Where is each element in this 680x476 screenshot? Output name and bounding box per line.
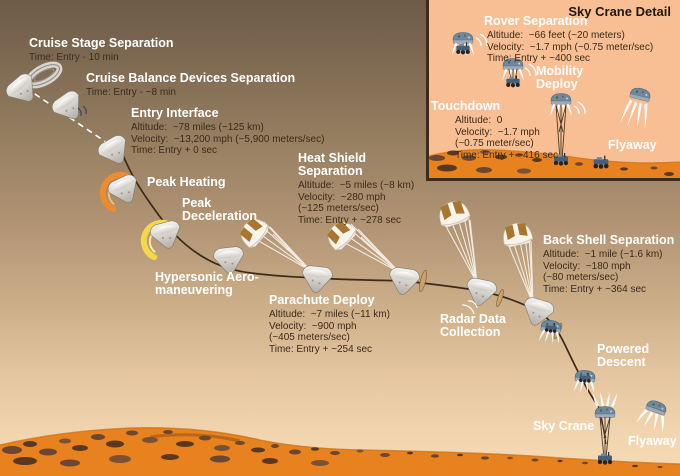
stage-detail: Time: Entry + ~254 sec (269, 343, 373, 355)
parachute-deploy-icon (235, 213, 334, 295)
stage-title: Peak Deceleration (182, 196, 258, 223)
stage-detail: (~125 meters/sec) (298, 203, 379, 214)
sky-crane-detail-panel (426, 0, 680, 181)
stage-detail: Altitude: ~7 miles (~11 km) (269, 309, 390, 320)
stage-title: Back Shell Separation (543, 233, 675, 247)
stage-detail: Velocity: ~180 mph (543, 260, 631, 272)
stage-detail: (~80 meters/sec) (543, 272, 619, 283)
inset-stage-touchdown: Touchdown Altitude: 0 Velocity: ~1.7 mph… (431, 100, 558, 161)
stage-title: Cruise Balance Devices Separation (86, 71, 296, 85)
powered-descent-vehicle-icon (538, 318, 563, 345)
rover-separation-icon (452, 32, 488, 57)
stage-back-shell-separation: Back Shell Separation Altitude: ~1 mile … (543, 234, 674, 295)
stage-title: Heat Shield Separation (298, 151, 367, 178)
radar-data-collection-icon (435, 197, 504, 315)
stage-title: Radar Data Collection (440, 312, 506, 339)
stage-detail: Altitude: 0 (455, 115, 503, 126)
mobility-deploy-icon (502, 58, 537, 88)
stage-detail: Time: Entry + 0 sec (131, 145, 218, 156)
radar-waves-icon (461, 300, 478, 315)
stage-hypersonic-aero-maneuvering: Hypersonic Aero-maneuvering (155, 271, 281, 297)
flyaway-icon (635, 398, 669, 434)
stage-detail: Velocity: ~13,200 mph (~5,900 meters/sec… (131, 133, 325, 145)
inset-flyaway-icon (619, 85, 653, 131)
stage-detail: Time: Entry + ~278 sec (298, 214, 402, 226)
stage-detail: (~0.75 meter/sec) (455, 138, 534, 149)
inset-title: Sky Crane Detail (568, 4, 671, 19)
rover-on-ground-icon (593, 155, 609, 169)
stage-radar-data-collection: Radar Data Collection (440, 313, 524, 339)
inset-stage-flyaway: Flyaway (608, 139, 657, 152)
heat-shield-separation-icon (322, 216, 427, 298)
balance-mass-ejection-icon (77, 105, 87, 117)
mars-rocks (2, 430, 663, 469)
stage-detail: Time: Entry + ~364 sec (543, 283, 647, 295)
stage-flyaway: Flyaway (628, 435, 677, 448)
stage-detail: (~405 meters/sec) (269, 332, 350, 343)
stage-peak-heating: Peak Heating (147, 176, 226, 189)
stage-detail: Time: Entry + ~400 sec (487, 53, 591, 64)
stage-detail: Time: Entry - 10 min (29, 52, 119, 63)
powered-descent-vehicle-icon (573, 369, 596, 394)
touchdown-icon (550, 93, 586, 166)
stage-title: Hypersonic Aero-maneuvering (155, 270, 259, 297)
stage-powered-descent: Powered Descent (597, 343, 677, 369)
stage-sky-crane: Sky Crane (533, 420, 594, 433)
stage-heat-shield-separation: Heat Shield Separation Altitude: ~5 mile… (298, 151, 414, 226)
capsule-entry-interface-icon (94, 132, 135, 171)
stage-title: Parachute Deploy (269, 293, 375, 307)
capsule-balance-devices-icon (48, 87, 90, 128)
inset-stage-mobility-deploy: Mobility Deploy (536, 65, 598, 91)
sky-crane-icon (593, 392, 617, 465)
stage-entry-interface: Entry Interface Altitude: ~78 miles (~12… (131, 107, 324, 157)
stage-detail: Time: Entry + ~416 sec (455, 149, 559, 161)
stage-title: Peak Heating (147, 175, 226, 189)
stage-detail: Altitude: ~78 miles (~125 km) (131, 122, 264, 133)
inset-rocks (429, 150, 674, 176)
mars-ground (0, 427, 680, 476)
stage-title: Flyaway (628, 434, 677, 448)
stage-title: Sky Crane (533, 419, 595, 433)
stage-detail: Altitude: ~5 miles (~8 km) (298, 180, 415, 191)
stage-title: Cruise Stage Separation (29, 36, 174, 50)
separation-disc-icon (496, 289, 504, 307)
heat-shield-disc-icon (419, 270, 427, 292)
stage-cruise-stage-separation: Cruise Stage Separation Time: Entry - 10… (29, 37, 174, 64)
stage-title: Mobility Deploy (536, 64, 584, 91)
stage-title: Powered Descent (597, 342, 650, 369)
stage-title: Flyaway (608, 138, 657, 152)
stage-detail: Velocity: ~1.7 mph (455, 126, 540, 138)
stage-detail: Altitude: ~66 feet (~20 meters) (487, 30, 625, 41)
sky-crane-detail-art (429, 32, 680, 178)
stage-detail: Velocity: ~900 mph (269, 320, 357, 332)
stage-title: Rover Separation (484, 14, 588, 28)
stage-title: Entry Interface (131, 106, 219, 120)
stage-detail: Velocity: ~280 mph (298, 191, 386, 203)
stage-detail: Velocity: ~1.7 mph (~0.75 meter/sec) (487, 41, 654, 53)
stage-cruise-balance-devices-separation: Cruise Balance Devices Separation Time: … (86, 72, 295, 99)
capsule-cruise-separation-icon (2, 70, 44, 111)
inset-stage-rover-separation: Rover Separation Altitude: ~66 feet (~20… (484, 15, 653, 65)
stage-title: Touchdown (431, 99, 501, 113)
stage-parachute-deploy: Parachute Deploy Altitude: ~7 miles (~11… (269, 294, 390, 355)
stage-peak-deceleration: Peak Deceleration (182, 197, 274, 223)
stage-detail: Altitude: ~1 mile (~1.6 km) (543, 249, 663, 260)
stage-detail: Time: Entry - ~8 min (86, 87, 176, 98)
